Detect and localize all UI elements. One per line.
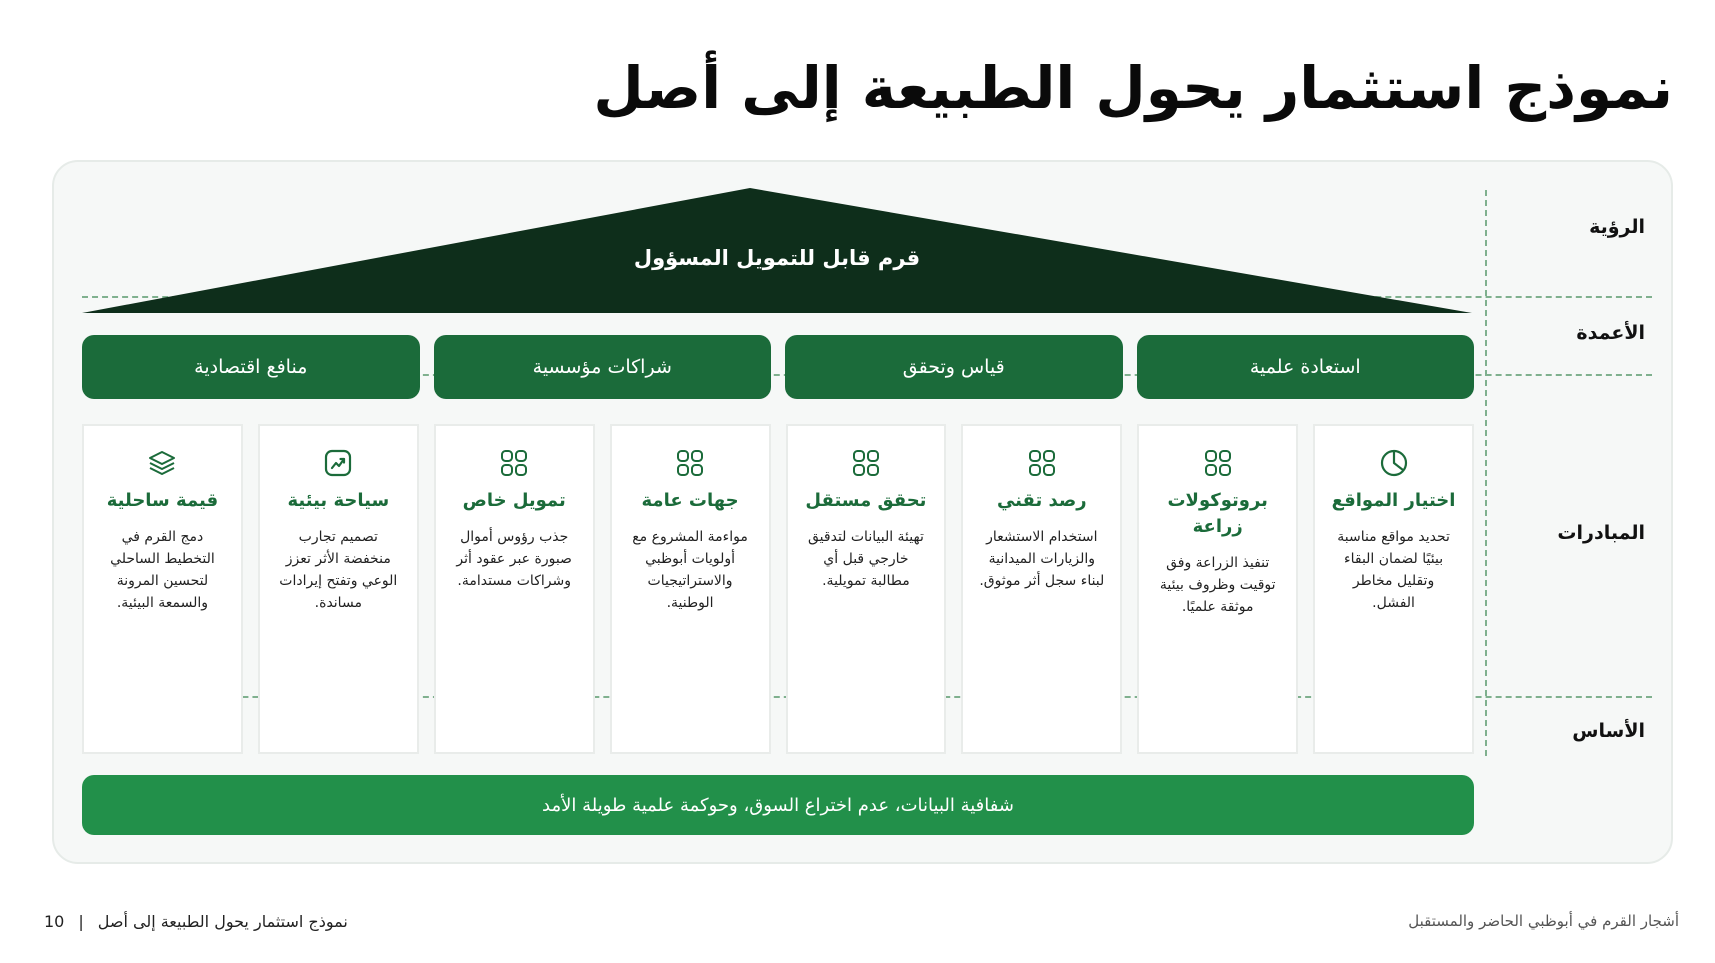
initiatives-row: اختيار المواقع تحديد مواقع مناسبة بيئيًا… [82, 424, 1474, 754]
initiative-card: قيمة ساحلية دمج القرم في التخطيط الساحلي… [82, 424, 243, 754]
framework-diagram: الرؤية الأعمدة المبادرات الأساس قرم قابل… [52, 160, 1673, 864]
initiative-card: تحقق مستقل تهيئة البيانات لتدقيق خارجي ق… [785, 424, 947, 754]
initiative-desc: دمج القرم في التخطيط الساحلي لتحسين المر… [110, 529, 215, 611]
initiative-card: جهات عامة مواءمة المشروع مع أولويات أبوظ… [609, 424, 771, 754]
initiative-desc: مواءمة المشروع مع أولويات أبوظبي والاستر… [632, 529, 748, 611]
row-label-vision: الرؤية [1589, 216, 1645, 238]
pillar-1: استعادة علمية [1136, 335, 1474, 399]
initiative-title: بروتوكولات زراعة [1167, 490, 1268, 537]
pillars-row: استعادة علمية قياس وتحقق شراكات مؤسسية م… [82, 335, 1474, 399]
initiative-desc: تحديد مواقع مناسبة بيئيًا لضمان البقاء و… [1337, 529, 1450, 611]
page-title: نموذج استثمار يحول الطبيعة إلى أصل [593, 54, 1673, 122]
vision-text: قرم قابل للتمويل المسؤول [633, 246, 921, 270]
layers-icon [149, 451, 176, 475]
initiative-desc: تهيئة البيانات لتدقيق خارجي قبل أي مطالب… [808, 529, 924, 589]
initiative-title: قيمة ساحلية [106, 490, 219, 511]
initiative-desc: استخدام الاستشعار والزيارات الميدانية لب… [979, 529, 1105, 589]
initiative-title: اختيار المواقع [1331, 490, 1456, 511]
footer-section: نموذج استثمار يحول الطبيعة إلى أصل | 10 [44, 912, 348, 931]
initiative-card: رصد تقني استخدام الاستشعار والزيارات الم… [961, 424, 1123, 754]
initiative-card: تمويل خاص جذب رؤوس أموال صبورة عبر عقود … [433, 424, 595, 754]
label-divider [1485, 190, 1487, 756]
grid-icon [852, 450, 879, 476]
initiative-desc: جذب رؤوس أموال صبورة عبر عقود أثر وشراكا… [456, 529, 572, 589]
row-label-pillars: الأعمدة [1576, 322, 1645, 344]
initiative-card: بروتوكولات زراعة تنفيذ الزراعة وفق توقيت… [1137, 424, 1299, 754]
initiative-desc: تصميم تجارب منخفضة الأثر تعزز الوعي وتفت… [279, 529, 398, 611]
vision-roof-shape [82, 188, 1472, 313]
trend-chart-icon [325, 449, 352, 477]
footer-separator: | [78, 912, 84, 931]
foundation-bar: شفافية البيانات، عدم اختراع السوق، وحوكم… [82, 775, 1474, 835]
row-label-foundation: الأساس [1572, 720, 1645, 742]
vision-roof [82, 188, 1472, 313]
footer-document-title: أشجار القرم في أبوظبي الحاضر والمستقبل [1408, 912, 1679, 930]
pillar-2: قياس وتحقق [785, 335, 1123, 399]
page-number: 10 [44, 912, 65, 931]
initiative-title: سياحة بيئية [287, 490, 390, 511]
grid-icon [501, 450, 528, 476]
initiative-title: تحقق مستقل [805, 490, 927, 511]
initiative-title: رصد تقني [996, 490, 1087, 511]
initiative-title: تمويل خاص [462, 490, 566, 511]
grid-icon [1204, 450, 1231, 476]
pie-chart-icon [1380, 449, 1407, 477]
pillar-4: منافع اقتصادية [82, 335, 420, 399]
row-label-initiatives: المبادرات [1557, 522, 1645, 544]
footer-section-title: نموذج استثمار يحول الطبيعة إلى أصل [97, 912, 348, 931]
grid-icon [677, 450, 704, 476]
grid-icon [1028, 450, 1055, 476]
initiative-desc: تنفيذ الزراعة وفق توقيت وظروف بيئية موثق… [1159, 555, 1276, 615]
initiative-card: اختيار المواقع تحديد مواقع مناسبة بيئيًا… [1313, 424, 1474, 754]
initiative-card: سياحة بيئية تصميم تجارب منخفضة الأثر تعز… [257, 424, 419, 754]
initiative-title: جهات عامة [641, 490, 739, 511]
pillar-3: شراكات مؤسسية [433, 335, 771, 399]
